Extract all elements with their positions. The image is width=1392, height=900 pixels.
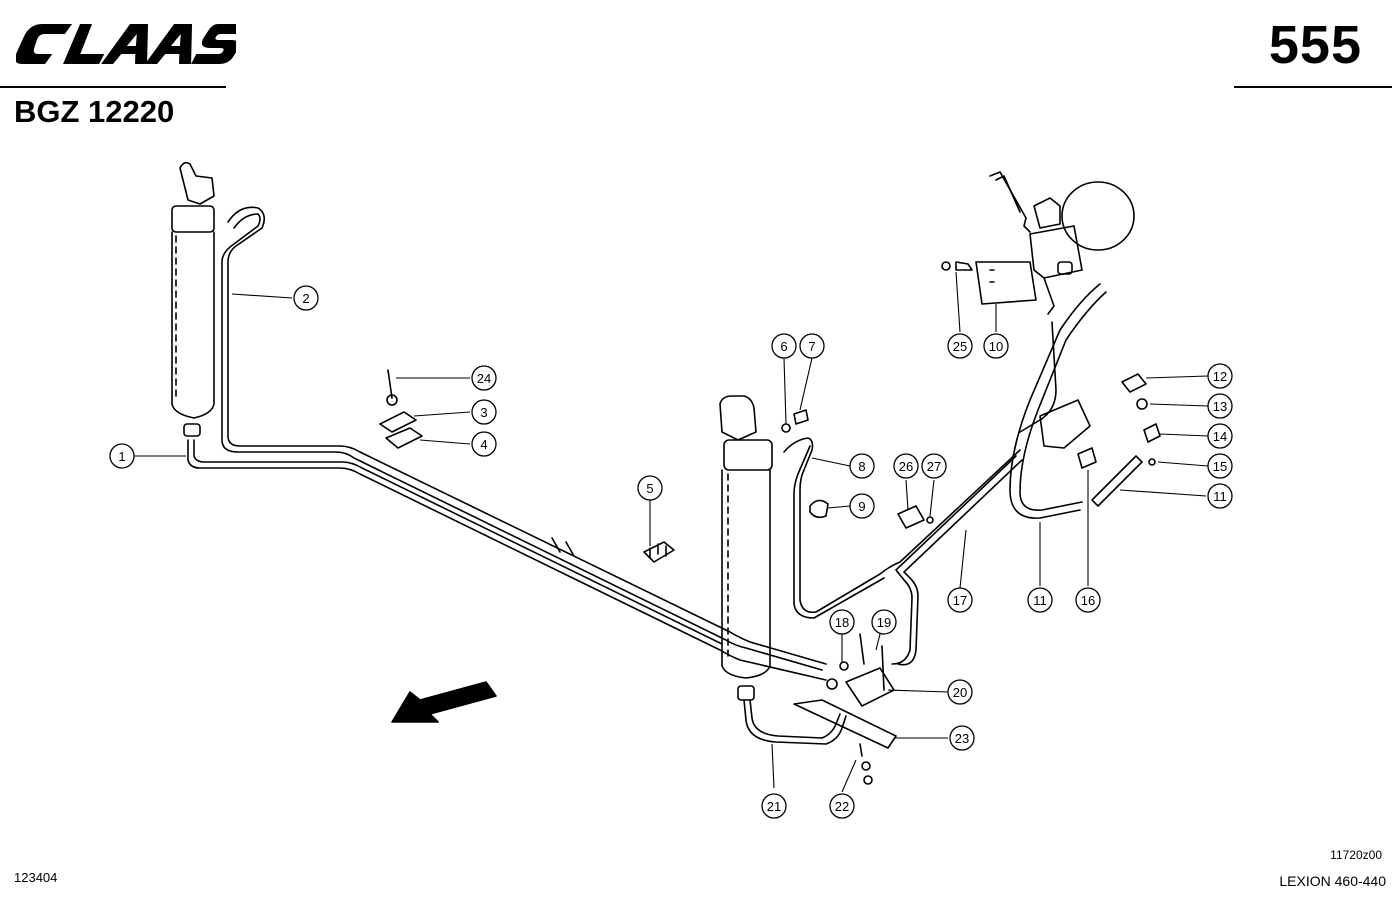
svg-text:12: 12 — [1213, 369, 1227, 384]
svg-text:9: 9 — [858, 499, 865, 514]
callout-2: 2 — [293, 285, 319, 311]
svg-text:3: 3 — [480, 405, 487, 420]
callout-4: 4 — [471, 431, 497, 457]
svg-text:1: 1 — [118, 449, 125, 464]
header-rule-right — [1234, 86, 1392, 88]
callout-24: 24 — [471, 365, 497, 391]
callout-12: 12 — [1207, 363, 1233, 389]
svg-text:15: 15 — [1213, 459, 1227, 474]
callout-18: 18 — [829, 609, 855, 635]
svg-text:4: 4 — [480, 437, 487, 452]
svg-text:27: 27 — [927, 459, 941, 474]
page-number: 555 — [1268, 15, 1362, 75]
svg-text:14: 14 — [1213, 429, 1227, 444]
svg-text:22: 22 — [835, 799, 849, 814]
callout-7: 7 — [799, 333, 825, 359]
hose-11 — [1009, 283, 1101, 519]
callout-13: 13 — [1207, 393, 1233, 419]
valve-block — [941, 171, 1135, 315]
pipe-2 — [227, 206, 827, 665]
bracket-10 — [975, 261, 1037, 305]
svg-text:19: 19 — [877, 615, 891, 630]
svg-text:6: 6 — [780, 339, 787, 354]
callout-3: 3 — [471, 399, 497, 425]
callout-5: 5 — [637, 475, 663, 501]
document-number: 123404 — [14, 870, 58, 885]
callout-9: 9 — [849, 493, 875, 519]
callout-17: 17 — [947, 587, 973, 613]
svg-text:11: 11 — [1033, 593, 1047, 608]
callout-20: 20 — [947, 679, 973, 705]
svg-text:13: 13 — [1213, 399, 1227, 414]
callout-6: 6 — [771, 333, 797, 359]
callout-10: 10 — [983, 333, 1009, 359]
callout-23: 23 — [949, 725, 975, 751]
callout-21: 21 — [761, 793, 787, 819]
svg-text:18: 18 — [835, 615, 849, 630]
callout-25: 25 — [947, 333, 973, 359]
svg-text:11: 11 — [1213, 489, 1227, 504]
pipe-21 — [743, 699, 847, 745]
pipe-8 — [783, 437, 1021, 614]
svg-text:8: 8 — [858, 459, 865, 474]
callout-16: 16 — [1075, 587, 1101, 613]
svg-text:10: 10 — [989, 339, 1003, 354]
pipe-1 — [187, 439, 827, 681]
header-rule-left — [0, 86, 226, 88]
pipe-17 — [891, 455, 1017, 665]
direction-arrow — [391, 681, 497, 723]
svg-text:25: 25 — [953, 339, 967, 354]
callout-11-lower: 11 — [1027, 587, 1053, 613]
callout-15: 15 — [1207, 453, 1233, 479]
svg-text:21: 21 — [767, 799, 781, 814]
svg-text:5: 5 — [646, 481, 653, 496]
svg-text:7: 7 — [808, 339, 815, 354]
callout-14: 14 — [1207, 423, 1233, 449]
svg-text:17: 17 — [953, 593, 967, 608]
svg-text:23: 23 — [955, 731, 969, 746]
callout-11-right: 11 — [1207, 483, 1233, 509]
drawing-code: 11720z00 — [1330, 848, 1382, 862]
left-cylinder — [171, 161, 215, 437]
callout-8: 8 — [849, 453, 875, 479]
callout-26: 26 — [893, 453, 919, 479]
svg-text:2: 2 — [302, 291, 309, 306]
right-cylinder — [719, 395, 773, 701]
claas-logo — [16, 24, 236, 64]
callout-27: 27 — [921, 453, 947, 479]
callout-19: 19 — [871, 609, 897, 635]
svg-text:16: 16 — [1081, 593, 1095, 608]
group-code: BGZ 12220 — [14, 94, 175, 129]
svg-text:20: 20 — [953, 685, 967, 700]
callout-22: 22 — [829, 793, 855, 819]
callout-1: 1 — [109, 443, 135, 469]
model-name: LEXION 460-440 — [1279, 873, 1386, 889]
svg-text:26: 26 — [899, 459, 913, 474]
svg-text:24: 24 — [477, 371, 491, 386]
